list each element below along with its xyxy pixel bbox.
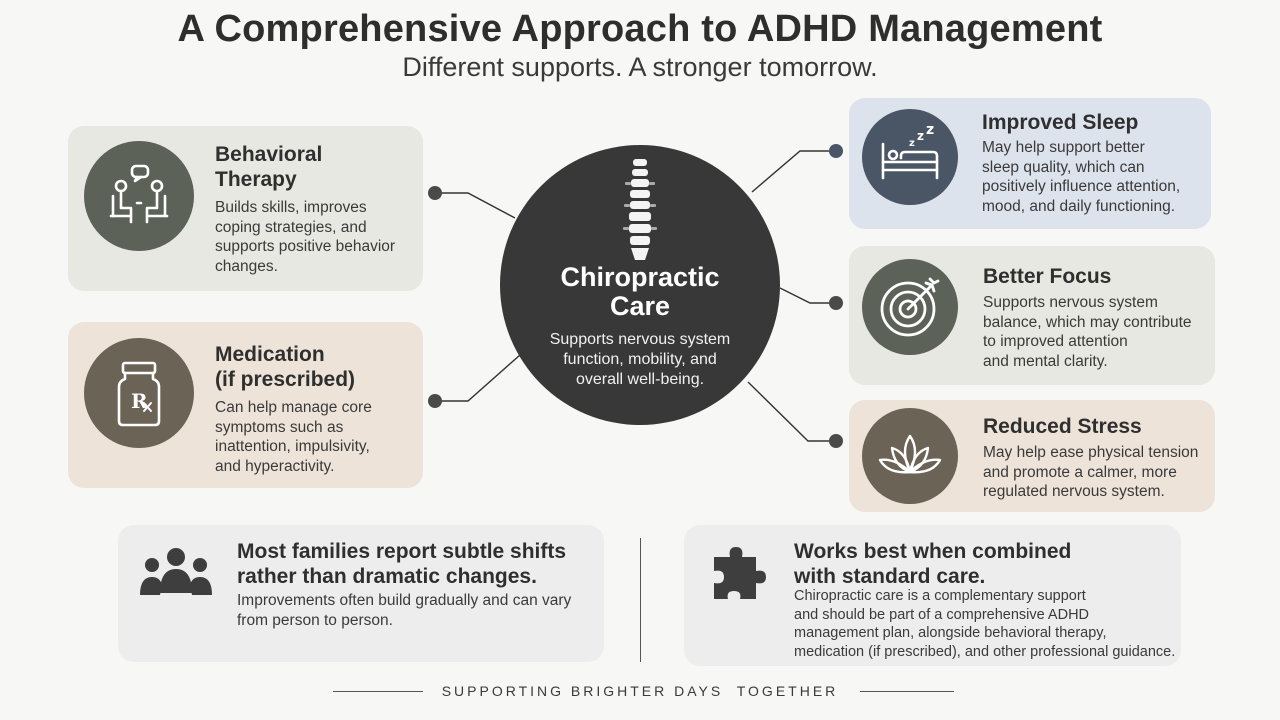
behavioral-therapy-title: Behavioral Therapy — [215, 143, 323, 191]
target-icon — [862, 259, 958, 355]
improved-sleep-title: Improved Sleep — [982, 111, 1139, 134]
center-title: Chiropractic Care — [560, 262, 720, 321]
svg-text:z: z — [909, 138, 915, 149]
improved-sleep-desc: May help support better sleep quality, w… — [982, 139, 1181, 215]
chiropractic-care-hub: Chiropractic Care Supports nervous syste… — [500, 145, 780, 425]
better-focus-title: Better Focus — [983, 265, 1112, 288]
svg-text:z: z — [926, 122, 934, 138]
medication-card: R Medication (if prescribed) Can help ma… — [68, 322, 423, 488]
bottom-divider — [640, 538, 641, 662]
family-group-icon — [140, 548, 212, 595]
footer-line-right — [860, 691, 954, 692]
svg-text:R: R — [131, 389, 148, 413]
connector-dot-stress — [829, 434, 843, 448]
sleep-bed-icon: z z z — [862, 109, 958, 205]
center-desc: Supports nervous system function, mobili… — [549, 331, 731, 388]
therapy-conversation-icon — [84, 141, 194, 251]
prescription-bottle-icon: R — [84, 338, 194, 448]
page-title: A Comprehensive Approach to ADHD Managem… — [177, 8, 1103, 50]
better-focus-card: Better Focus Supports nervous system bal… — [849, 246, 1215, 385]
svg-text:z: z — [917, 129, 924, 143]
lotus-icon — [862, 408, 958, 504]
reduced-stress-card: Reduced Stress May help ease physical te… — [849, 400, 1215, 512]
subtle-shifts-card: Most families report subtle shifts rathe… — [118, 525, 604, 662]
medication-desc: Can help manage core symptoms such as in… — [215, 399, 372, 475]
connector-dot-medication — [428, 394, 442, 408]
behavioral-therapy-card: Behavioral Therapy Builds skills, improv… — [68, 126, 423, 291]
connector-dot-behavioral — [428, 186, 442, 200]
footer-line-left — [333, 691, 423, 692]
better-focus-desc: Supports nervous system balance, which m… — [983, 294, 1192, 370]
subtle-shifts-desc: Improvements often build gradually and c… — [237, 592, 572, 629]
page-subtitle: Different supports. A stronger tomorrow. — [402, 52, 878, 82]
reduced-stress-title: Reduced Stress — [983, 415, 1142, 438]
footer-tagline: SUPPORTING BRIGHTER DAYS TOGETHER — [441, 683, 839, 699]
reduced-stress-desc: May help ease physical tension and promo… — [983, 444, 1199, 500]
improved-sleep-card: z z z Improved Sleep May help support be… — [849, 98, 1211, 229]
connector-dot-focus — [829, 296, 843, 310]
standard-care-title: Works best when combined with standard c… — [794, 540, 1072, 588]
puzzle-piece-icon — [714, 547, 766, 599]
standard-care-card: Works best when combined with standard c… — [684, 525, 1181, 666]
medication-title: Medication (if prescribed) — [215, 343, 356, 391]
spine-icon — [623, 159, 657, 260]
subtle-shifts-title: Most families report subtle shifts rathe… — [237, 540, 567, 588]
behavioral-therapy-desc: Builds skills, improves coping strategie… — [215, 199, 396, 275]
connector-dot-sleep — [829, 144, 843, 158]
standard-care-desc: Chiropractic care is a complementary sup… — [794, 588, 1176, 660]
